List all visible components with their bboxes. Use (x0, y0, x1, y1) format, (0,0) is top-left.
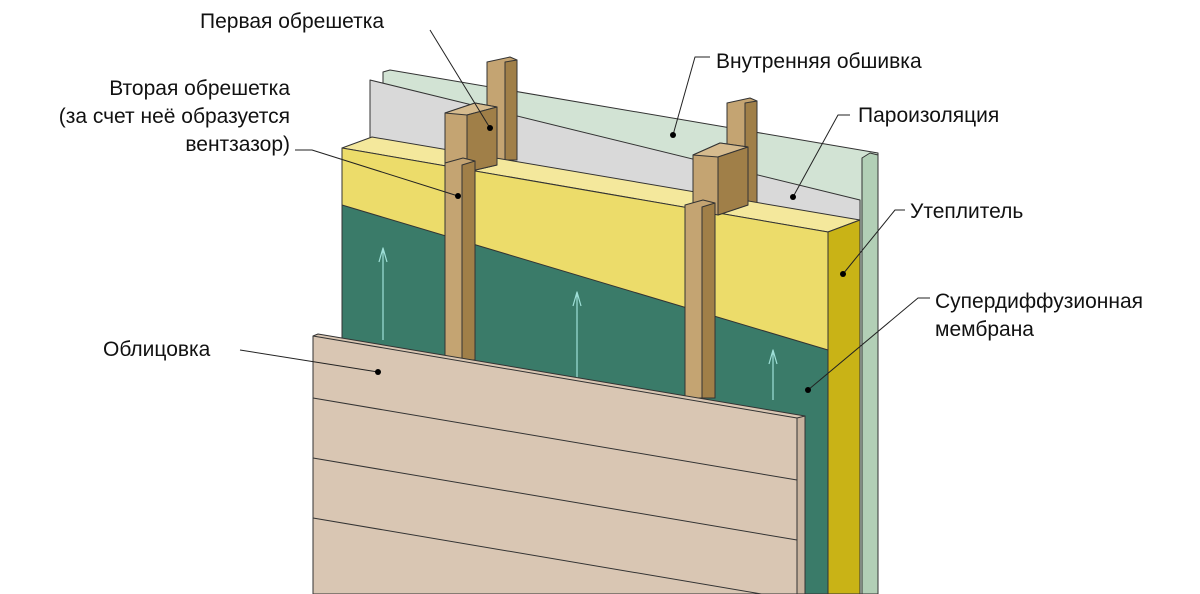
label-second-batten: Вторая обрешетка (за счет неё образуется… (59, 77, 290, 157)
label-insulation: Утеплитель (910, 200, 1024, 223)
airflow-arrows (378, 247, 778, 400)
label-second-batten-line1: Вторая обрешетка (109, 77, 290, 100)
label-second-batten-line2: (за счет неё образуется (58, 105, 290, 128)
leader-lines (239, 29, 930, 391)
label-first-batten: Первая обрешетка (200, 10, 385, 33)
label-membrane-line2: мембрана (935, 318, 1034, 341)
cladding-layer (312, 333, 806, 594)
leader-dots (375, 125, 846, 393)
first-batten-front (444, 102, 749, 216)
label-membrane-line1: Супердиффузионная (935, 290, 1144, 313)
label-cladding: Облицовка (103, 338, 211, 361)
label-vapor-barrier: Пароизоляция (858, 104, 1000, 127)
label-inner-sheathing: Внутренняя обшивка (716, 50, 922, 73)
label-second-batten-line3: вентзазор) (185, 133, 290, 156)
label-membrane: Супердиффузионная мембрана (935, 290, 1143, 342)
second-batten (444, 157, 716, 399)
